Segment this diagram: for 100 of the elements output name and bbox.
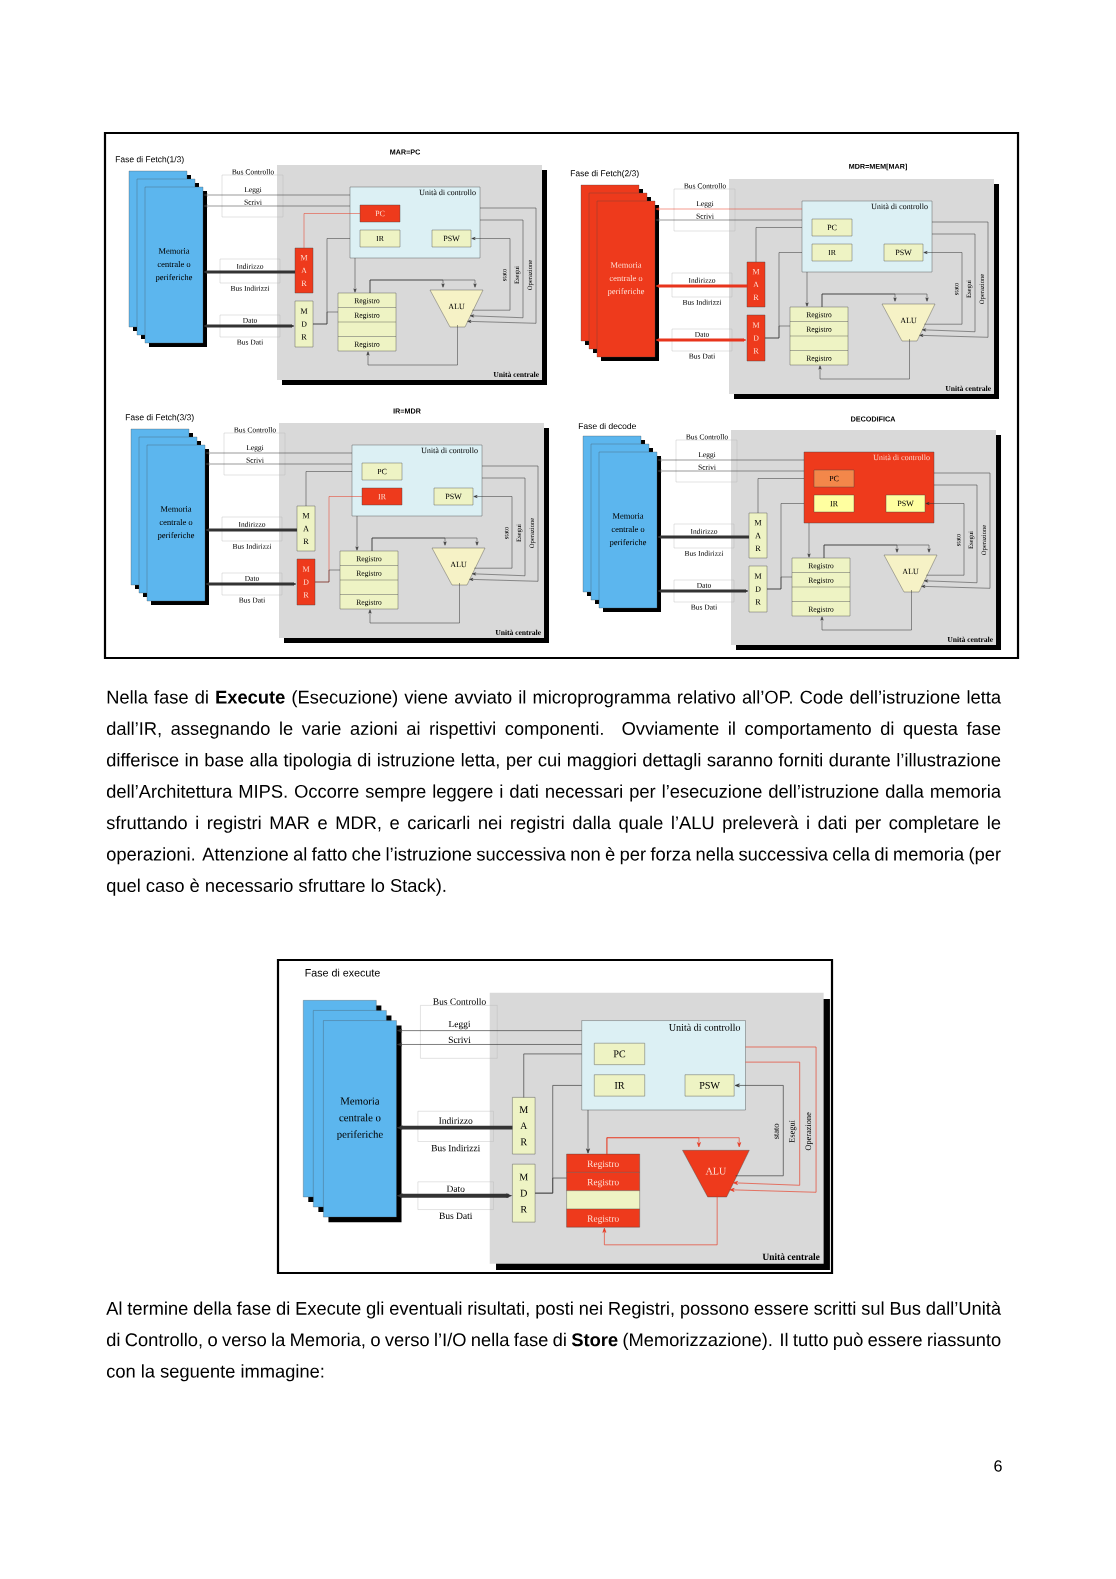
arrow: [472, 477, 526, 576]
register-box: PC: [813, 469, 855, 488]
register-box: PSW: [885, 494, 926, 513]
connector-line: [755, 227, 803, 263]
connector-line: [523, 1053, 583, 1098]
body-text: Al termine della fase di Execute gli eventuali risultati, posti nei Registri, possono essere scritti sul Bus dall’Unità di Controllo, o verso la Memoria, o verso l’I/O nella fase di Store (Memorizzazione). Il tutto può essere riassunto con la seguente immagine:: [106, 1301, 1002, 1382]
arrow: [203, 270, 295, 274]
connector-line: [314, 569, 341, 583]
arrow: [921, 472, 991, 589]
arrow: [657, 469, 805, 473]
edge-label: Scrivi: [448, 1036, 471, 1043]
arrow: [923, 251, 963, 325]
register-box: IR: [594, 1074, 645, 1097]
panel-title: Fase di Fetch(3/3): [125, 414, 194, 422]
arrow: [203, 324, 295, 328]
register-box: PSW: [431, 229, 472, 248]
arrow: [925, 502, 965, 576]
arrow: [205, 451, 353, 455]
alu-trapezoid: ALU: [429, 289, 484, 328]
register-box: PSW: [684, 1074, 735, 1097]
arrow: [397, 1042, 583, 1047]
memory-box: Memoria centrale o periferiche: [130, 428, 209, 605]
connector-line: [757, 478, 805, 514]
arrow: [355, 515, 359, 551]
register-box: IR: [359, 229, 401, 248]
panel-title: Fase di execute: [305, 968, 380, 977]
arrow: [732, 1061, 800, 1186]
register-box: IR: [361, 487, 403, 506]
arrow: [657, 589, 749, 593]
arrow: [805, 271, 809, 307]
register-box: PSW: [883, 243, 924, 262]
arrow: [807, 522, 811, 558]
register-box: M D R: [296, 558, 316, 606]
arrow: [821, 293, 929, 308]
arrow: [368, 582, 460, 624]
connector-line: [764, 325, 791, 339]
arrow: [922, 233, 976, 332]
register-box: M D R: [294, 300, 314, 348]
arrow: [919, 221, 989, 338]
body-text: Nella fase di Execute (Esecuzione) viene avviato il microprogramma relativo all’OP. Code dell’istruzione letta dall’IR, assegnando le varie azioni ai rispettivi componenti. Ovviamente il comportamento di questa fase differisce in base alla tipologia di istruzione letta, per cui maggiori dettagli saranno forniti durante l’illustrazione dell’Architettura MIPS. Occorre sempre leggere i dati necessari per l’esecuzione dell’istruzione dalla memoria sfruttando i registri MAR e MDR, e caricarli nei registri dalla quale l’ALU preleverà i dati per completare le operazioni. Attenzione al fatto che l’istruzione successiva non è per forza nella successiva cella di memoria (per quel caso è necessario sfruttare lo Stack).: [106, 690, 1002, 896]
arrow: [655, 207, 803, 211]
arrow: [203, 193, 351, 197]
arrow: [470, 219, 524, 318]
register-box: PSW: [433, 487, 474, 506]
panel-title: Fase di Fetch(2/3): [570, 170, 639, 178]
arrow: [586, 1109, 590, 1154]
arrow: [924, 484, 978, 583]
register-box: IR: [813, 494, 855, 513]
arrow: [469, 465, 539, 582]
node-label: Unità centrale: [762, 1253, 820, 1260]
edge-label: Operazione: [805, 1112, 813, 1151]
register-box: M A R: [746, 261, 766, 308]
arrow: [655, 218, 803, 222]
bus-label: Bus Dati: [439, 1212, 473, 1219]
register-file: Registro Registro Registro: [566, 1153, 640, 1228]
arrow: [655, 338, 747, 342]
register-box: M A R: [748, 512, 768, 559]
alu-trapezoid: ALU: [883, 554, 938, 593]
arrow: [473, 495, 513, 569]
register-box: IR: [811, 243, 853, 262]
memory-box: Memoria centrale o periferiche: [580, 184, 659, 361]
arrow: [467, 207, 537, 324]
edge-label: stato: [774, 1123, 779, 1139]
connector-line: [534, 1177, 567, 1194]
arrow: [606, 1137, 742, 1155]
arrow: [397, 1028, 583, 1033]
alu-trapezoid: ALU: [881, 303, 936, 342]
arrow: [203, 204, 351, 208]
arrow: [729, 1046, 817, 1193]
arrow: [818, 338, 910, 380]
connector-line: [312, 311, 339, 325]
page-number: 6: [994, 1460, 1002, 1472]
edge-label: Leggi: [448, 1020, 471, 1030]
arrow: [471, 237, 511, 311]
arrow: [657, 458, 805, 462]
arrow: [655, 284, 747, 288]
register-box: M D R: [748, 565, 768, 613]
arrow: [353, 257, 357, 293]
register-box: PC: [361, 462, 403, 481]
register-box: M D R: [512, 1163, 536, 1223]
connector-line: [303, 213, 361, 249]
arrow: [734, 1083, 784, 1177]
register-box: M A R: [296, 505, 316, 552]
arrow: [205, 528, 297, 532]
alu-trapezoid: ALU: [682, 1150, 750, 1198]
edge-label: Indirizzo: [439, 1117, 473, 1124]
arrow: [205, 582, 297, 586]
register-box: PC: [359, 204, 401, 223]
arrow: [602, 1194, 718, 1246]
panel-title: Fase di decode: [578, 422, 636, 430]
panel-title: Fase di Fetch(1/3): [115, 156, 184, 164]
arrow: [657, 535, 749, 539]
arrow: [820, 589, 912, 631]
memory-box: Memoria centrale o periferiche: [582, 435, 661, 612]
arrow: [366, 324, 458, 366]
memory-box: Memoria centrale o periferiche: [303, 1000, 402, 1223]
connector-line: [766, 576, 793, 590]
edge-label: Dato: [446, 1185, 465, 1192]
connector-line: [305, 471, 353, 507]
edge-label: Esegui: [789, 1120, 797, 1143]
